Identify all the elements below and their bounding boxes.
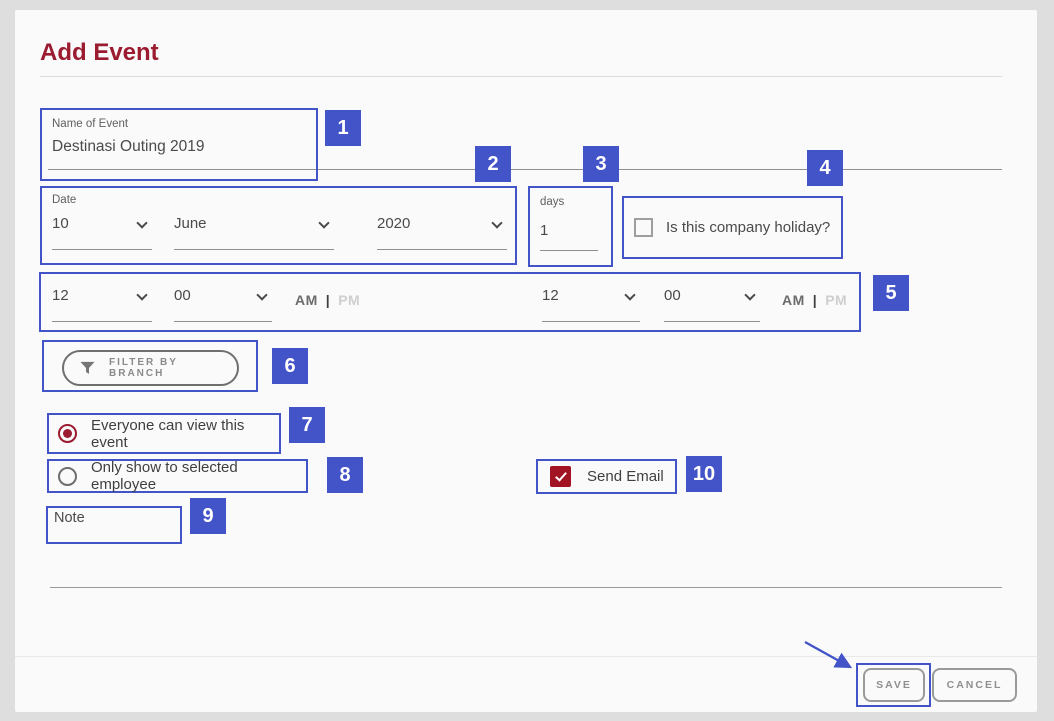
name-input[interactable]: Destinasi Outing 2019 [52,138,205,155]
end-minute-value: 00 [664,287,681,304]
start-hour-select[interactable]: 12 [52,284,152,322]
end-minute-select[interactable]: 00 [664,284,760,322]
annotation-box-4: Is this company holiday? [622,196,843,259]
cancel-button[interactable]: CANCEL [932,668,1017,702]
date-field-label: Date [52,194,77,206]
start-minute-value: 00 [174,287,191,304]
annotation-badge-7: 7 [289,407,325,443]
chevron-down-icon [256,289,268,301]
check-icon [554,468,567,482]
annotation-badge-2: 2 [475,146,511,182]
days-field-label: days [540,196,565,208]
company-holiday-label: Is this company holiday? [666,219,831,236]
note-field[interactable]: Note [54,510,85,526]
date-year-value: 2020 [377,215,411,232]
filter-button-label: FILTER BY BRANCH [109,357,178,379]
chevron-down-icon [136,217,148,229]
pointer-arrow [804,640,853,669]
footer-divider [15,656,1037,657]
date-month-value: June [174,215,207,232]
chevron-down-icon [744,289,756,301]
end-hour-select[interactable]: 12 [542,284,640,322]
annotation-badge-6: 6 [272,348,308,384]
selected-employee-radio-label: Only show to selected employee [91,459,238,493]
start-hour-value: 12 [52,287,69,304]
chevron-down-icon [318,217,330,229]
annotation-badge-9: 9 [190,498,226,534]
annotation-box-10: Send Email [536,459,677,494]
start-ampm-toggle[interactable]: AM | PM [295,292,360,308]
annotation-box-6: FILTER BY BRANCH [42,340,258,392]
end-hour-value: 12 [542,287,559,304]
ampm-separator: | [812,292,818,308]
name-input-underline [48,169,1002,170]
end-am-option[interactable]: AM [782,292,805,308]
filter-by-branch-button[interactable]: FILTER BY BRANCH [62,350,239,386]
save-button[interactable]: SAVE [863,668,925,702]
chevron-down-icon [136,289,148,301]
section-divider [50,587,1002,588]
radio-selected-dot [63,429,72,438]
chevron-down-icon [491,217,503,229]
annotation-badge-8: 8 [327,457,363,493]
selected-employee-radio[interactable] [58,466,77,486]
start-am-option[interactable]: AM [295,292,318,308]
annotation-box-8: Only show to selected employee [47,459,308,493]
annotation-box-5: 12 00 AM | PM 12 00 AM | PM [39,272,861,332]
company-holiday-checkbox[interactable] [634,218,653,237]
annotation-badge-10: 10 [686,456,722,492]
date-day-value: 10 [52,215,69,232]
filter-icon [80,361,95,375]
page-title: Add Event [40,39,159,66]
annotation-box-2: Date 10 June 2020 [40,186,517,265]
save-highlight-box [856,663,931,707]
name-field-label: Name of Event [52,118,129,130]
start-minute-select[interactable]: 00 [174,284,272,322]
end-ampm-toggle[interactable]: AM | PM [782,292,847,308]
days-input-underline [540,250,598,251]
title-divider [40,76,1002,77]
annotation-box-7: Everyone can view this event [47,413,281,454]
send-email-label: Send Email [587,468,664,485]
annotation-box-1: Name of Event Destinasi Outing 2019 [40,108,318,181]
annotation-box-9: Note [46,506,182,544]
annotation-badge-5: 5 [873,275,909,311]
date-day-select[interactable]: 10 [52,212,152,250]
end-pm-option[interactable]: PM [825,292,848,308]
annotation-box-3: days 1 [528,186,613,267]
start-pm-option[interactable]: PM [338,292,361,308]
annotation-badge-4: 4 [807,150,843,186]
everyone-radio[interactable] [58,424,77,443]
annotation-badge-3: 3 [583,146,619,182]
days-input[interactable]: 1 [540,222,549,239]
date-month-select[interactable]: June [174,212,334,250]
date-year-select[interactable]: 2020 [377,212,507,250]
chevron-down-icon [624,289,636,301]
everyone-radio-label: Everyone can view this event [91,416,245,451]
ampm-separator: | [325,292,331,308]
annotation-badge-1: 1 [325,110,361,146]
send-email-checkbox[interactable] [550,466,571,487]
